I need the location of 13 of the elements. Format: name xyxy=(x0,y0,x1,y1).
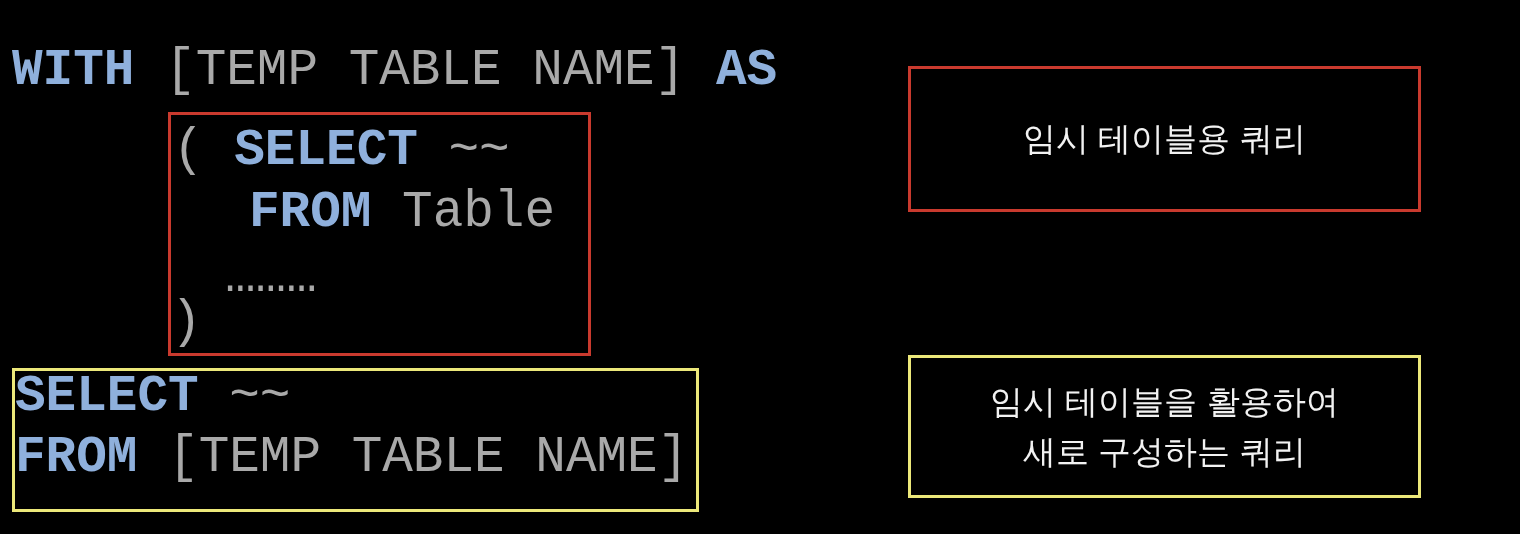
code-box xyxy=(168,112,591,356)
code-box xyxy=(12,368,699,512)
code-line: SELECT ~~ xyxy=(15,371,291,422)
description-text: 임시 테이블용 쿼리 xyxy=(1023,119,1306,159)
code-line: ) xyxy=(171,297,202,348)
code-line: WITH [TEMP TABLE NAME] AS xyxy=(12,45,778,96)
code-line: ……… xyxy=(225,252,317,303)
description-box xyxy=(908,66,1421,212)
description-box xyxy=(908,355,1421,498)
code-line: FROM Table xyxy=(249,187,556,238)
description-text: 임시 테이블을 활용하여 새로 구성하는 쿼리 xyxy=(989,381,1340,472)
code-line: FROM [TEMP TABLE NAME] xyxy=(15,432,689,483)
code-line: ( SELECT ~~ xyxy=(173,125,510,176)
